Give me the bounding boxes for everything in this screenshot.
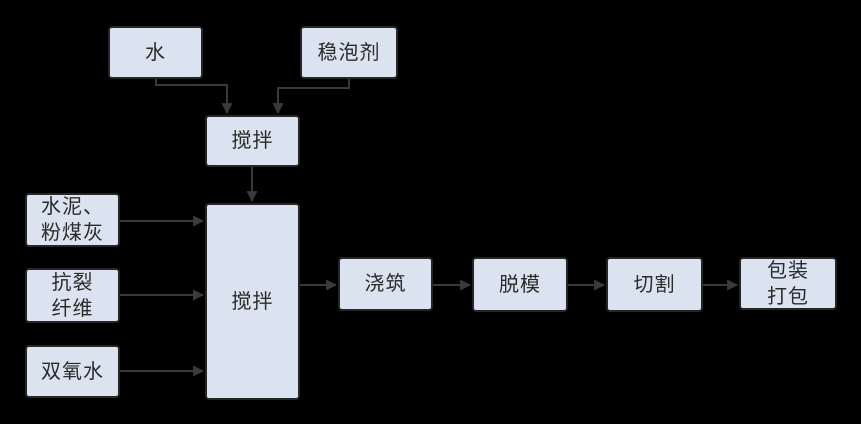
node-mix-main: 搅拌 xyxy=(205,203,300,400)
node-cutting: 切割 xyxy=(606,257,703,312)
node-cement-flyash: 水泥、 粉煤灰 xyxy=(25,193,120,247)
node-foam-stabilizer: 稳泡剂 xyxy=(300,26,398,79)
node-water: 水 xyxy=(108,26,203,79)
node-hydrogen-peroxide: 双氧水 xyxy=(25,345,120,398)
node-demolding: 脱模 xyxy=(472,257,568,312)
node-pouring: 浇筑 xyxy=(338,257,433,311)
edge-foamstabilizer-to-mix xyxy=(272,79,350,115)
node-packaging: 包装 打包 xyxy=(739,257,837,310)
edge-water-to-mix xyxy=(155,79,233,115)
node-mix-top: 搅拌 xyxy=(205,115,300,167)
node-anticrack-fiber: 抗裂 纤维 xyxy=(25,268,120,323)
